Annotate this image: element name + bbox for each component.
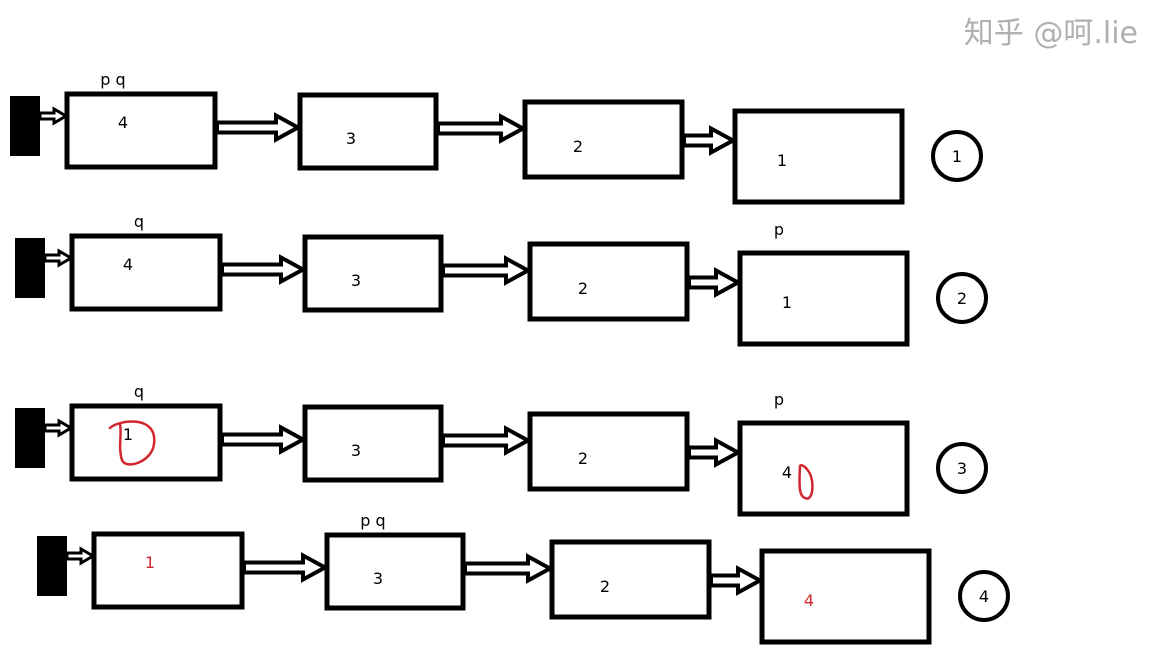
arrow-icon bbox=[220, 424, 308, 455]
list-row-3: 1 3 2 4 q p 3 bbox=[15, 382, 988, 517]
list-node bbox=[737, 250, 910, 347]
pointer-label: p q bbox=[100, 70, 125, 89]
list-node bbox=[297, 92, 439, 171]
list-node bbox=[64, 91, 218, 170]
pointer-label: q bbox=[134, 212, 144, 231]
node-value: 1 bbox=[782, 293, 792, 312]
watermark: 知乎 @呵.lie bbox=[963, 16, 1138, 51]
pointer-label: p q bbox=[360, 511, 385, 530]
list-node bbox=[324, 532, 466, 611]
node-value: 3 bbox=[373, 569, 383, 588]
step-number: 2 bbox=[957, 289, 967, 308]
node-value: 2 bbox=[578, 279, 588, 298]
list-row-4: 1 3 2 4 p q 4 bbox=[37, 511, 1010, 645]
list-node bbox=[69, 233, 223, 312]
list-row-2: 4 3 2 1 q p 2 bbox=[15, 212, 988, 347]
node-value: 4 bbox=[804, 591, 814, 610]
step-circle bbox=[958, 570, 1010, 622]
arrow-icon bbox=[436, 113, 528, 144]
highlight-circle-mark bbox=[108, 420, 156, 466]
node-value: 2 bbox=[573, 137, 583, 156]
step-number: 3 bbox=[957, 459, 967, 478]
head-pointer-block bbox=[15, 238, 45, 298]
list-node bbox=[522, 99, 685, 180]
node-value: 3 bbox=[351, 441, 361, 460]
node-value: 3 bbox=[351, 271, 361, 290]
pointer-label: q bbox=[134, 382, 144, 401]
arrow-icon bbox=[65, 546, 96, 566]
list-node bbox=[549, 539, 712, 620]
highlight-circle-mark bbox=[798, 464, 814, 500]
list-node bbox=[91, 531, 245, 610]
arrow-icon bbox=[463, 553, 555, 584]
node-value: 1 bbox=[123, 425, 133, 444]
arrow-icon bbox=[687, 267, 743, 298]
step-circle bbox=[936, 442, 988, 494]
arrow-icon bbox=[682, 125, 738, 156]
arrow-icon bbox=[220, 254, 308, 285]
step-number: 1 bbox=[952, 147, 962, 166]
list-node bbox=[737, 420, 910, 517]
list-node bbox=[732, 108, 905, 205]
head-pointer-block bbox=[37, 536, 67, 596]
pointer-label: p bbox=[774, 390, 784, 409]
list-node bbox=[302, 404, 444, 483]
list-node bbox=[69, 403, 223, 482]
step-circle bbox=[936, 272, 988, 324]
list-node bbox=[759, 548, 932, 645]
step-number: 4 bbox=[979, 587, 989, 606]
list-row-1: 4 3 2 1 p q 1 bbox=[10, 70, 983, 205]
node-value: 4 bbox=[123, 255, 133, 274]
step-circle bbox=[931, 130, 983, 182]
arrow-icon bbox=[43, 418, 74, 438]
arrow-icon bbox=[43, 248, 74, 268]
arrow-icon bbox=[242, 552, 330, 583]
node-value: 2 bbox=[578, 449, 588, 468]
head-pointer-block bbox=[10, 96, 40, 156]
list-node bbox=[527, 411, 690, 492]
arrow-icon bbox=[441, 255, 533, 286]
head-pointer-block bbox=[15, 408, 45, 468]
arrow-icon bbox=[709, 565, 765, 596]
node-value: 4 bbox=[118, 113, 128, 132]
arrow-icon bbox=[215, 112, 303, 143]
node-value: 2 bbox=[600, 577, 610, 596]
arrow-icon bbox=[38, 106, 69, 126]
node-value: 1 bbox=[145, 553, 155, 572]
list-node bbox=[302, 234, 444, 313]
arrow-icon bbox=[441, 425, 533, 456]
node-value: 4 bbox=[782, 463, 792, 482]
pointer-label: p bbox=[774, 220, 784, 239]
node-value: 3 bbox=[346, 129, 356, 148]
arrow-icon bbox=[687, 437, 743, 468]
list-node bbox=[527, 241, 690, 322]
node-value: 1 bbox=[777, 151, 787, 170]
